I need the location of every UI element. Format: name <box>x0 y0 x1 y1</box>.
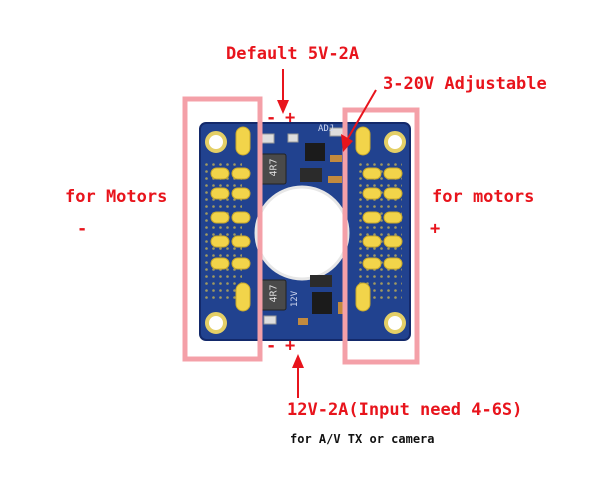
label-for-motors-left: for Motors <box>65 187 168 207</box>
label-for-motors-right: for motors <box>432 187 535 207</box>
arrow-top <box>277 69 289 114</box>
label-input-12v: 12V-2A(Input need 4-6S) <box>287 400 523 420</box>
ic-bottom <box>312 292 332 314</box>
right-motor-pads <box>355 126 403 312</box>
right-highlight <box>342 107 420 365</box>
arrow-bottom <box>292 354 304 398</box>
label-av-tx: for A/V TX or camera <box>290 432 435 446</box>
left-motor-pads <box>210 126 251 312</box>
label-plus-right: + <box>430 219 441 239</box>
label-bottom-plus: + <box>285 336 296 356</box>
v12-silkscreen: 12V <box>290 290 301 308</box>
label-top-plus: + <box>285 108 296 128</box>
adj-silkscreen: ADJ <box>318 124 335 134</box>
ic-top <box>305 143 325 161</box>
label-minus-left: - <box>77 219 88 239</box>
center-hole <box>254 185 350 281</box>
inductor-bottom-text: 4R7 <box>268 284 280 303</box>
label-adjustable: 3-20V Adjustable <box>383 74 547 94</box>
label-bottom-minus: - <box>266 336 277 356</box>
arrow-adjustable <box>341 89 377 152</box>
left-highlight <box>182 96 263 362</box>
mounting-holes <box>205 131 406 334</box>
inductor-top-text: 4R7 <box>268 158 280 177</box>
label-default-5v: Default 5V-2A <box>226 44 360 64</box>
label-top-minus: - <box>266 108 277 128</box>
